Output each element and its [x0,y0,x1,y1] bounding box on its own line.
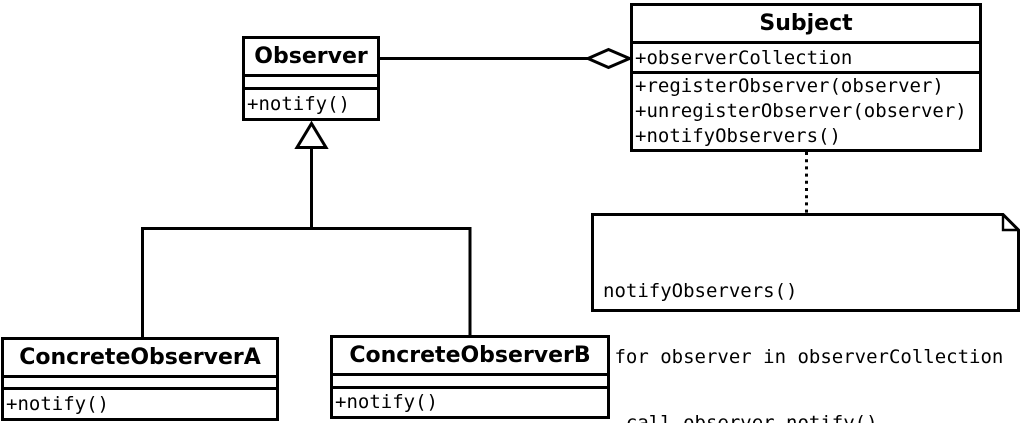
class-concrete-observer-a: ConcreteObserverA +notify() [1,337,279,421]
note-fold-icon [1001,214,1019,232]
aggregation-diamond-icon [584,47,634,70]
class-observer-name: Observer [245,39,377,77]
class-concrete-observer-a-methods-compartment: +notify() [4,390,276,418]
class-concrete-observer-a-attributes-compartment [4,378,276,390]
class-subject-method: +notifyObservers() [635,125,841,147]
class-subject-attributes-compartment: +observerCollection [633,44,979,74]
note-body [591,213,1020,312]
class-observer-method: +notify() [247,92,350,115]
class-concrete-observer-b-method: +notify() [335,391,438,413]
note: notifyObservers() for observer in observ… [591,213,1018,423]
class-subject-method: +unregisterObserver(observer) [635,100,967,122]
class-concrete-observer-b-methods-compartment: +notify() [333,389,607,416]
note-line: for observer in observerCollection [603,346,1004,368]
generalization-triangle-icon [294,120,329,149]
class-subject-methods-compartment: +registerObserver(observer) +unregisterO… [633,74,979,149]
class-observer-methods-compartment: +notify() [245,90,377,118]
class-subject-method: +registerObserver(observer) [635,75,944,97]
class-concrete-observer-b-name: ConcreteObserverB [333,338,607,376]
class-concrete-observer-b: ConcreteObserverB +notify() [330,335,610,419]
class-concrete-observer-a-method: +notify() [6,392,109,415]
class-subject: Subject +observerCollection +registerObs… [630,3,982,152]
note-line: notifyObservers() [603,280,798,302]
class-subject-attribute: +observerCollection [635,46,853,69]
class-observer: Observer +notify() [242,36,380,121]
class-subject-name: Subject [633,6,979,44]
class-concrete-observer-b-attributes-compartment [333,376,607,389]
class-concrete-observer-a-name: ConcreteObserverA [4,340,276,378]
note-line: call observer.notify() [603,412,878,423]
class-observer-attributes-compartment [245,77,377,90]
